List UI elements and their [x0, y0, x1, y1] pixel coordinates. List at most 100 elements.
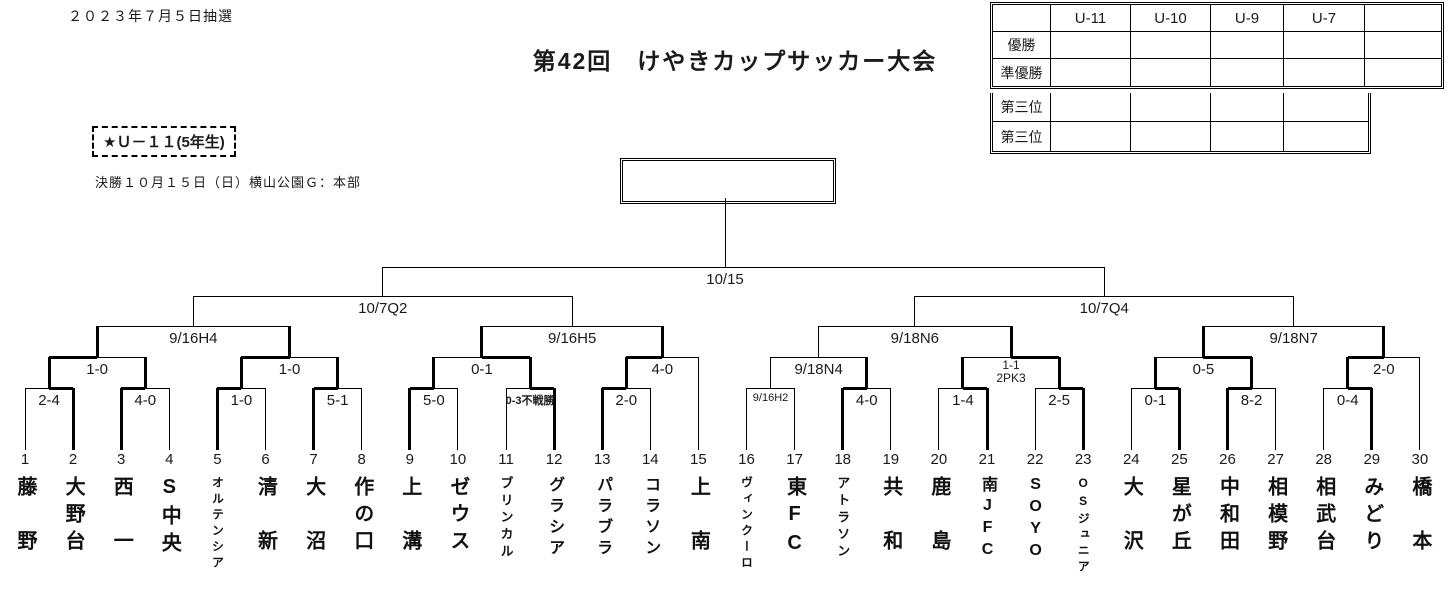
team-number: 21: [978, 451, 996, 468]
table-cell: [1211, 59, 1284, 86]
match-score: 1-0: [86, 361, 108, 378]
team-name: 星が丘: [1168, 476, 1191, 557]
team-number: 26: [1219, 451, 1236, 468]
match-score: 0-4: [1336, 392, 1359, 409]
team-number: 19: [882, 451, 900, 468]
team-number: 29: [1363, 451, 1381, 468]
team-number: 4: [165, 451, 174, 468]
match-riser: [1103, 267, 1105, 297]
team-number: 11: [498, 451, 514, 468]
table-col-header: U-11: [1051, 5, 1131, 32]
match-bar: [746, 388, 771, 389]
table-col-header: U-9: [1211, 5, 1284, 32]
match-riser: [865, 357, 869, 389]
match-riser: [47, 357, 51, 389]
match-bar: [1347, 356, 1384, 359]
match-bar: [241, 356, 290, 359]
match-bar: [49, 387, 74, 390]
team-number: 14: [641, 451, 659, 468]
match-bar: [602, 387, 627, 390]
match-bar: [433, 388, 458, 389]
team-number: 12: [545, 451, 563, 468]
match-bar: [145, 388, 170, 389]
bye-leg: [697, 357, 699, 450]
team-name: 大 沼: [302, 476, 325, 557]
match-riser: [1153, 357, 1157, 389]
match-riser: [1293, 296, 1295, 327]
team-name: 中和田: [1216, 476, 1239, 557]
team-number: 20: [930, 451, 948, 468]
team-leg: [457, 388, 459, 450]
team-name: みどり: [1360, 476, 1383, 557]
team-number: 24: [1122, 451, 1140, 468]
champion-name-box: [620, 158, 836, 204]
match-riser: [336, 357, 340, 389]
team-leg: [312, 388, 316, 450]
team-number: 25: [1171, 451, 1188, 468]
match-riser: [770, 357, 772, 389]
team-leg: [1275, 388, 1277, 450]
match-bar: [433, 357, 482, 358]
match-bar: [1203, 356, 1252, 359]
team-leg: [24, 388, 26, 450]
team-name: 共 和: [879, 476, 902, 557]
match-bar: [818, 357, 867, 358]
match-riser: [192, 296, 194, 327]
team-name: 大 沢: [1120, 476, 1143, 557]
match-score-pk: 2PK3: [996, 371, 1026, 385]
match-score: 1-0: [230, 392, 253, 409]
match-score: 2-0: [615, 392, 638, 409]
team-leg: [1130, 388, 1132, 450]
team-leg: [1370, 388, 1374, 450]
match-riser: [95, 326, 99, 358]
match-riser: [1057, 357, 1061, 389]
match-bar: [313, 387, 338, 390]
table-cell: [1365, 59, 1441, 86]
match-riser: [239, 357, 243, 389]
table-col-header: U-10: [1131, 5, 1211, 32]
match-score: 4-0: [134, 392, 157, 409]
team-name: 藤 野: [14, 476, 36, 557]
match-score: 2-5: [1048, 392, 1070, 409]
team-leg: [361, 388, 363, 450]
match-bar: [1251, 388, 1276, 389]
match-schedule: 9/16H5: [547, 330, 597, 347]
team-number: 2: [68, 451, 78, 468]
table-cell: [1365, 32, 1441, 59]
team-leg: [71, 388, 75, 450]
match-score: 2-4: [38, 392, 60, 409]
match-bar: [481, 356, 531, 359]
final-schedule: 10/15: [706, 271, 744, 288]
match-riser: [1250, 357, 1254, 389]
team-name: 相模野: [1264, 476, 1287, 557]
match-score: 8-2: [1240, 392, 1263, 409]
team-name: 西 一: [110, 476, 133, 557]
match-riser: [480, 326, 484, 358]
team-leg: [985, 388, 989, 450]
team-leg: [794, 388, 796, 450]
team-leg: [746, 388, 747, 450]
match-bar: [97, 357, 146, 358]
match-bar: [530, 387, 555, 390]
match-riser: [914, 296, 916, 327]
match-bar: [962, 357, 1012, 358]
match-bar: [1155, 387, 1180, 390]
match-riser: [818, 326, 820, 358]
team-name: SOYO: [1027, 476, 1045, 564]
match-riser: [1382, 326, 1386, 358]
team-leg: [168, 388, 170, 450]
match-riser: [528, 357, 532, 389]
match-bar: [1131, 388, 1156, 389]
match-riser: [961, 357, 965, 389]
team-number: 15: [690, 451, 707, 468]
team-number: 1: [20, 451, 30, 468]
table-row-header: 優勝: [993, 32, 1051, 59]
table-col-header: [993, 5, 1051, 32]
table-cell: [1211, 32, 1284, 59]
table-cell: [1211, 93, 1284, 122]
team-number: 10: [449, 451, 467, 468]
team-leg: [600, 388, 604, 450]
table-cell: [1131, 32, 1211, 59]
team-leg: [1177, 388, 1181, 450]
